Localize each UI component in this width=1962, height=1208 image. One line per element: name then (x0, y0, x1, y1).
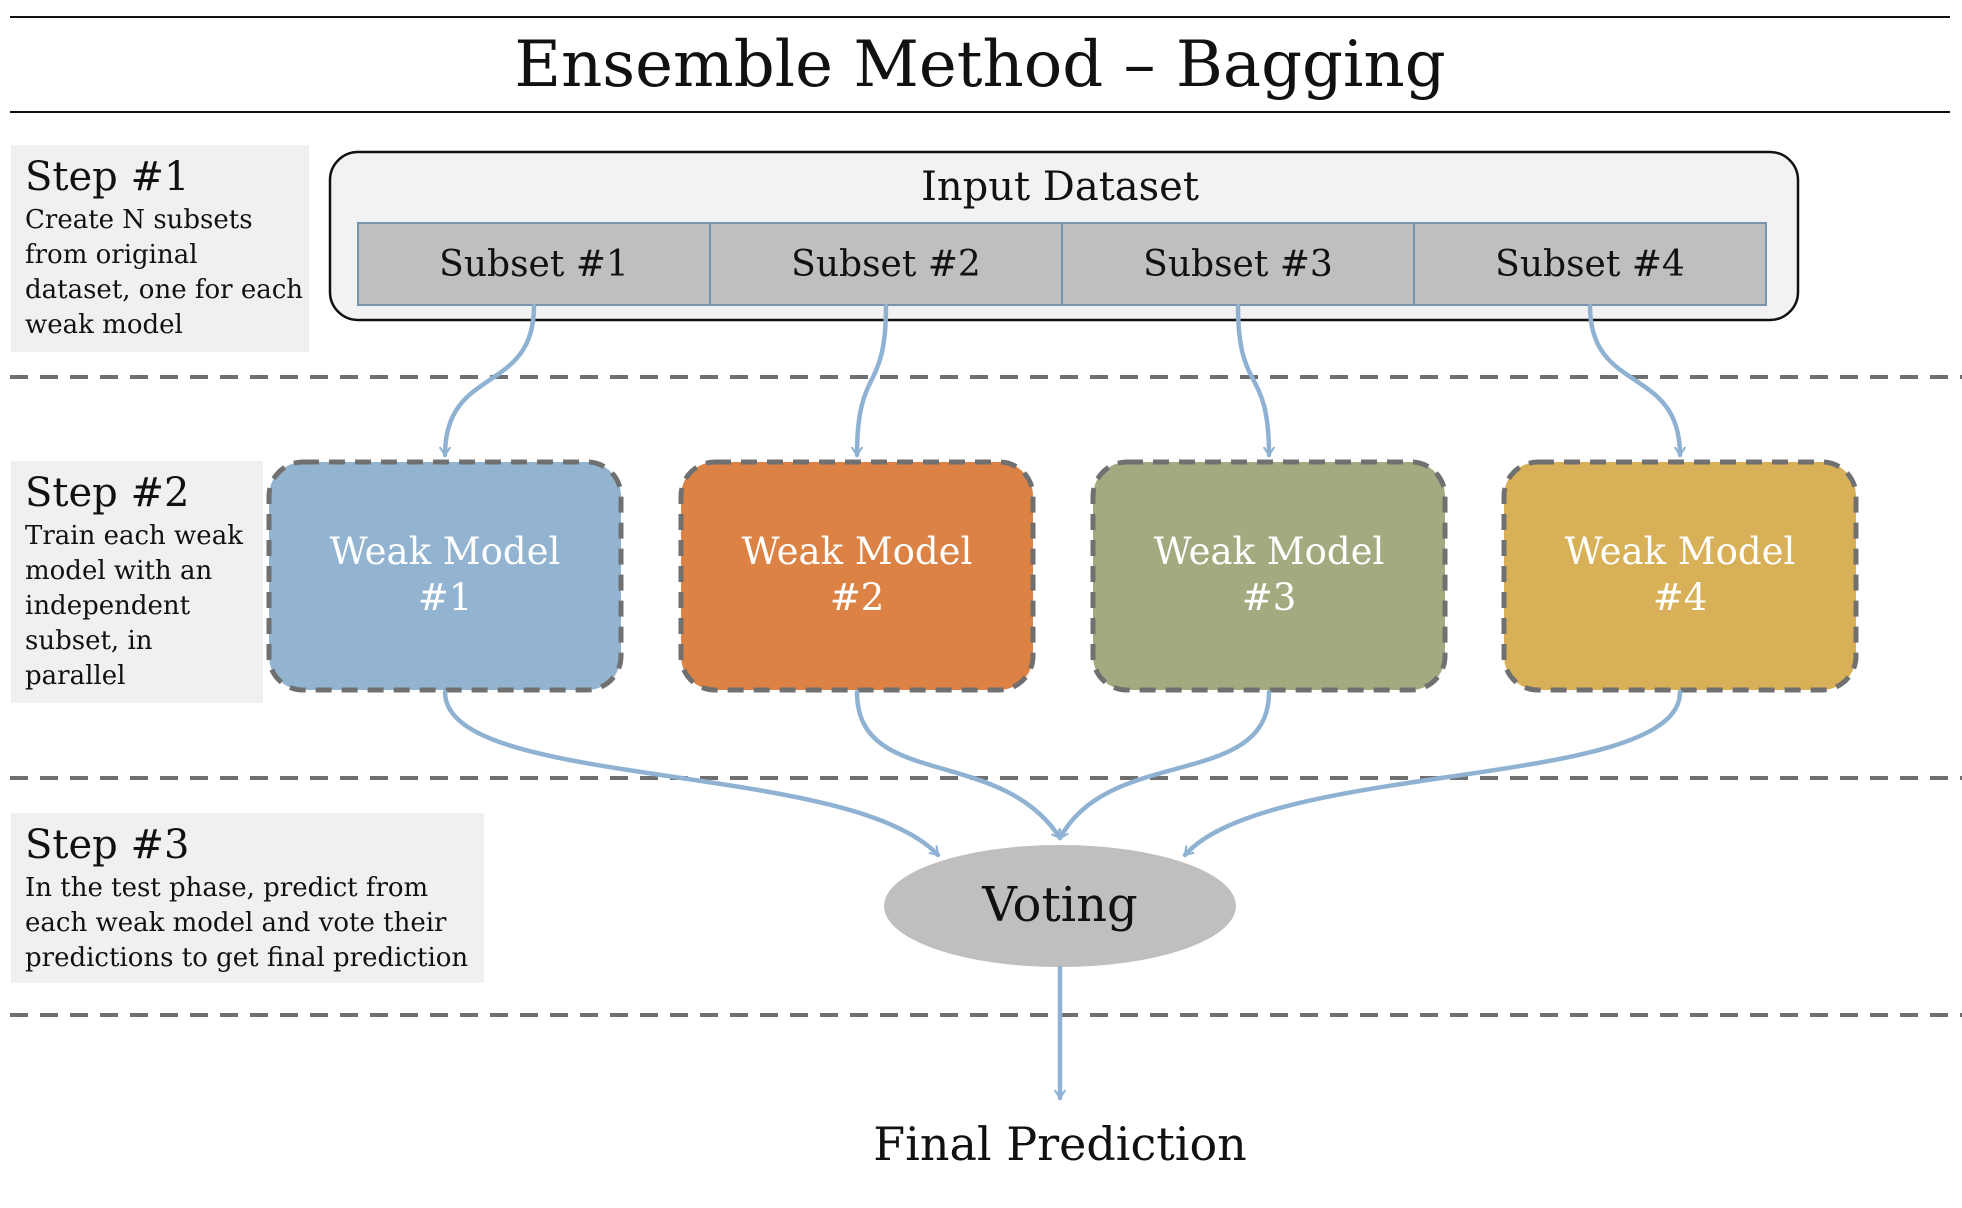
step-2-heading: Step #2 (25, 470, 189, 516)
input-dataset-container: Input Dataset Subset #1 Subset #2 Subset… (328, 150, 1800, 322)
arrow-model-1-to-voting (442, 689, 941, 858)
weak-model-4-number: #4 (1653, 576, 1708, 619)
subset-1: Subset #1 (357, 222, 711, 306)
subset-2: Subset #2 (709, 222, 1063, 306)
weak-model-2: Weak Model #2 (678, 459, 1036, 693)
weak-model-3: Weak Model #3 (1090, 459, 1448, 693)
arrow-subset-4-to-model-4 (1587, 303, 1686, 458)
weak-model-4: Weak Model #4 (1501, 459, 1859, 693)
voting-ellipse (884, 845, 1236, 967)
subset-4-box (1413, 222, 1767, 306)
step-3-line-2: each weak model and vote their (25, 908, 447, 938)
step-3-background (11, 813, 484, 983)
step-3-line-3: predictions to get final prediction (25, 943, 468, 973)
arrow-model-4-to-voting (1182, 689, 1683, 858)
step-2-background (11, 461, 263, 703)
weak-model-2-box (678, 459, 1036, 693)
diagram-title: Ensemble Method – Bagging (514, 28, 1445, 102)
step-2-line-3: independent (25, 591, 191, 621)
step-2-line-1: Train each weak (25, 521, 243, 551)
subset-2-label: Subset #2 (791, 244, 981, 285)
step-2-line-5: parallel (25, 661, 125, 691)
arrow-subset-3-to-model-3 (1235, 303, 1275, 458)
arrow-model-3-to-voting (1057, 689, 1272, 841)
arrow-subset-1-to-model-1 (439, 303, 537, 458)
subset-4: Subset #4 (1413, 222, 1767, 306)
weak-model-1-label: Weak Model (330, 530, 561, 573)
step-2-line-4: subset, in (25, 626, 153, 656)
weak-model-4-label: Weak Model (1565, 530, 1796, 573)
weak-model-2-label: Weak Model (742, 530, 973, 573)
step-1-heading: Step #1 (25, 154, 189, 200)
weak-model-3-label: Weak Model (1154, 530, 1385, 573)
input-dataset-label: Input Dataset (921, 164, 1199, 210)
subset-4-label: Subset #4 (1495, 244, 1685, 285)
weak-model-2-number: #2 (830, 576, 885, 619)
subset-to-model-arrows (439, 303, 1686, 458)
step-1-line-2: from original (25, 240, 198, 270)
weak-model-1-number: #1 (418, 576, 473, 619)
step-2-panel: Step #2 Train each weak model with an in… (11, 461, 263, 703)
weak-model-4-box (1501, 459, 1859, 693)
model-to-voting-arrows (442, 689, 1683, 858)
weak-model-3-box (1090, 459, 1448, 693)
step-1-line-3: dataset, one for each (25, 275, 303, 305)
weak-model-1: Weak Model #1 (266, 459, 624, 693)
subset-1-label: Subset #1 (439, 244, 629, 285)
step-1-panel: Step #1 Create N subsets from original d… (11, 145, 309, 352)
arrow-model-2-to-voting (854, 689, 1063, 841)
step-1-line-4: weak model (25, 310, 183, 340)
weak-model-3-number: #3 (1242, 576, 1297, 619)
step-1-line-1: Create N subsets (25, 205, 253, 235)
step-3-panel: Step #3 In the test phase, predict from … (11, 813, 484, 983)
arrow-subset-2-to-model-2 (851, 303, 889, 458)
step-3-line-1: In the test phase, predict from (25, 873, 428, 903)
subset-3-label: Subset #3 (1143, 244, 1333, 285)
subset-3: Subset #3 (1061, 222, 1415, 306)
weak-model-1-box (266, 459, 624, 693)
step-2-line-2: model with an (25, 556, 212, 586)
voting-label: Voting (981, 877, 1137, 933)
final-prediction-label: Final Prediction (873, 1117, 1247, 1171)
step-1-background (11, 145, 309, 352)
voting-node: Voting (884, 845, 1236, 967)
step-3-heading: Step #3 (25, 822, 189, 868)
